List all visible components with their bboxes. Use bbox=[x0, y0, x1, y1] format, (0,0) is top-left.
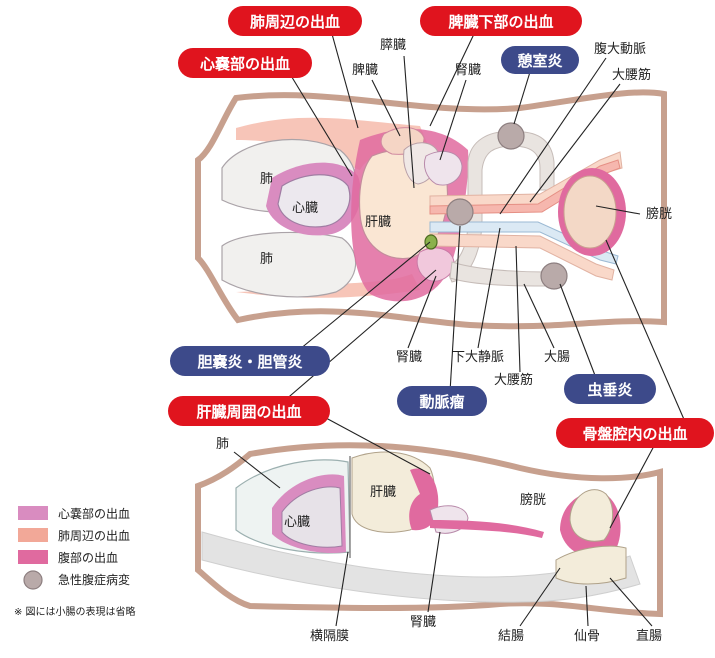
leader-rectum bbox=[609, 577, 653, 627]
bladder bbox=[563, 175, 617, 249]
label-pancreas: 膵臓 bbox=[380, 38, 406, 53]
leader-kidney-top bbox=[439, 79, 467, 161]
side-view: 肺 肝臓 心臓 膀胱 横隔膜 腎臓 結腸 仙骨 直腸 bbox=[195, 417, 663, 644]
label-side-liver: 肝臓 bbox=[370, 485, 396, 500]
leader-perihepatic bbox=[275, 269, 437, 409]
lesion-appendicitis bbox=[540, 262, 568, 290]
label-psoas-bottom: 大腰筋 bbox=[494, 372, 533, 388]
legend-swatch-lung bbox=[18, 528, 48, 542]
lesion-aneurysm bbox=[446, 198, 474, 226]
leader-pelvic bbox=[605, 239, 687, 425]
label-lung-upper: 肺 bbox=[260, 172, 273, 187]
side-rectum bbox=[555, 545, 627, 585]
legend-note: ※ 図には小腸の表現は省略 bbox=[14, 605, 136, 618]
callout-spleen-lower-hemorrhage: 脾臓下部の出血 bbox=[420, 6, 582, 36]
leader-cholecystitis bbox=[293, 241, 431, 355]
leader-spleen-lower bbox=[429, 33, 475, 127]
leader-side-lung bbox=[233, 451, 281, 489]
label-psoas-top: 大腰筋 bbox=[612, 67, 651, 83]
svg-text:肝臓周囲の出血: 肝臓周囲の出血 bbox=[196, 403, 301, 421]
leader-ivc bbox=[477, 227, 501, 349]
leader-sigmoid bbox=[519, 567, 561, 627]
leader-spleen bbox=[371, 79, 401, 137]
label-ivc: 下大静脈 bbox=[452, 350, 504, 365]
legend-label-lung: 肺周辺の出血 bbox=[58, 529, 130, 543]
lesion-diverticulitis bbox=[497, 122, 525, 150]
label-rectum: 直腸 bbox=[636, 629, 662, 644]
svg-text:肺周辺の出血: 肺周辺の出血 bbox=[250, 13, 340, 31]
svg-text:骨盤腔内の出血: 骨盤腔内の出血 bbox=[582, 425, 687, 443]
label-heart: 心臓 bbox=[292, 201, 318, 216]
leader-aorta bbox=[499, 57, 607, 215]
svg-text:心嚢部の出血: 心嚢部の出血 bbox=[200, 55, 290, 73]
legend-label-lesion: 急性腹症病変 bbox=[58, 572, 130, 587]
label-lung-lower: 肺 bbox=[260, 252, 273, 267]
label-side-bladder: 膀胱 bbox=[520, 492, 546, 508]
svg-text:脾臓下部の出血: 脾臓下部の出血 bbox=[448, 13, 553, 31]
callout-pelvic-hemorrhage: 骨盤腔内の出血 bbox=[556, 418, 714, 448]
side-bleed-tail bbox=[430, 520, 544, 538]
heart bbox=[277, 174, 351, 228]
leader-colon bbox=[523, 283, 555, 349]
svg-text:胆嚢炎・胆管炎: 胆嚢炎・胆管炎 bbox=[197, 353, 302, 371]
label-kidney-bottom: 腎臓 bbox=[396, 350, 422, 365]
leader-diaphragm bbox=[335, 551, 349, 627]
psoas-lower bbox=[429, 233, 615, 281]
leader-aneurysm bbox=[449, 225, 461, 393]
legend-label-pericardial: 心嚢部の出血 bbox=[58, 506, 130, 521]
leader-pericardial bbox=[289, 73, 353, 177]
leader-perihepatic-side bbox=[325, 417, 431, 475]
label-bladder: 膀胱 bbox=[646, 206, 672, 222]
gallbladder bbox=[424, 234, 438, 250]
side-heart bbox=[281, 486, 343, 548]
legend-swatch-pericardial bbox=[18, 506, 48, 520]
kidney-upper bbox=[423, 150, 463, 186]
leader-psoas-bottom bbox=[515, 245, 521, 373]
label-liver: 肝臓 bbox=[365, 215, 391, 230]
legend-swatch-lesion bbox=[23, 570, 43, 590]
legend-swatch-abdominal bbox=[18, 550, 48, 564]
svg-text:憩室炎: 憩室炎 bbox=[517, 52, 562, 70]
legend: 心嚢部の出血 肺周辺の出血 腹部の出血 急性腹症病変 ※ 図には小腸の表現は省略 bbox=[14, 506, 136, 618]
leader-psoas-top bbox=[529, 83, 621, 203]
label-sigmoid: 結腸 bbox=[498, 629, 524, 644]
leader-pelvic-side bbox=[609, 445, 655, 529]
label-spleen: 脾臓 bbox=[352, 63, 378, 78]
label-kidney-top: 腎臓 bbox=[455, 63, 481, 78]
callout-perihepatic-hemorrhage: 肝臓周囲の出血 bbox=[168, 396, 330, 426]
callout-appendicitis: 虫垂炎 bbox=[564, 374, 656, 404]
svg-text:動脈瘤: 動脈瘤 bbox=[419, 393, 464, 411]
label-side-lung: 肺 bbox=[216, 437, 229, 452]
leader-kidney-bottom bbox=[407, 275, 437, 349]
label-side-heart: 心臓 bbox=[284, 515, 310, 530]
label-diaphragm: 横隔膜 bbox=[310, 629, 349, 644]
leader-appendicitis bbox=[559, 283, 597, 379]
callout-diverticulitis: 憩室炎 bbox=[501, 46, 579, 74]
label-sacrum: 仙骨 bbox=[574, 629, 600, 644]
kidney-lower bbox=[416, 247, 455, 282]
leader-sacrum bbox=[585, 585, 589, 627]
leader-bladder bbox=[595, 205, 641, 215]
leader-diverticulitis bbox=[513, 71, 531, 125]
label-colon: 大腸 bbox=[544, 350, 570, 365]
leader-lung-hem bbox=[331, 33, 359, 129]
spine bbox=[201, 531, 641, 603]
legend-label-abdominal: 腹部の出血 bbox=[58, 550, 118, 565]
side-bladder bbox=[569, 489, 613, 542]
label-side-kidney: 腎臓 bbox=[410, 615, 436, 630]
callout-cholecystitis: 胆嚢炎・胆管炎 bbox=[170, 346, 330, 376]
lung-lower bbox=[221, 231, 357, 298]
front-view: 肺 心臓 肺 肝臓 膵臓 脾臓 腎臓 腹大動脈 大腰筋 膀胱 腎臓 下大静脈 大… bbox=[195, 33, 687, 425]
callout-aneurysm: 動脈瘤 bbox=[397, 386, 487, 416]
leader-side-kidney bbox=[427, 531, 441, 613]
leader-pancreas bbox=[403, 55, 415, 189]
callout-pericardial-hemorrhage: 心嚢部の出血 bbox=[178, 48, 312, 78]
label-aorta: 腹大動脈 bbox=[594, 41, 646, 57]
callout-lung-hemorrhage: 肺周辺の出血 bbox=[228, 6, 362, 36]
svg-text:虫垂炎: 虫垂炎 bbox=[587, 381, 632, 399]
